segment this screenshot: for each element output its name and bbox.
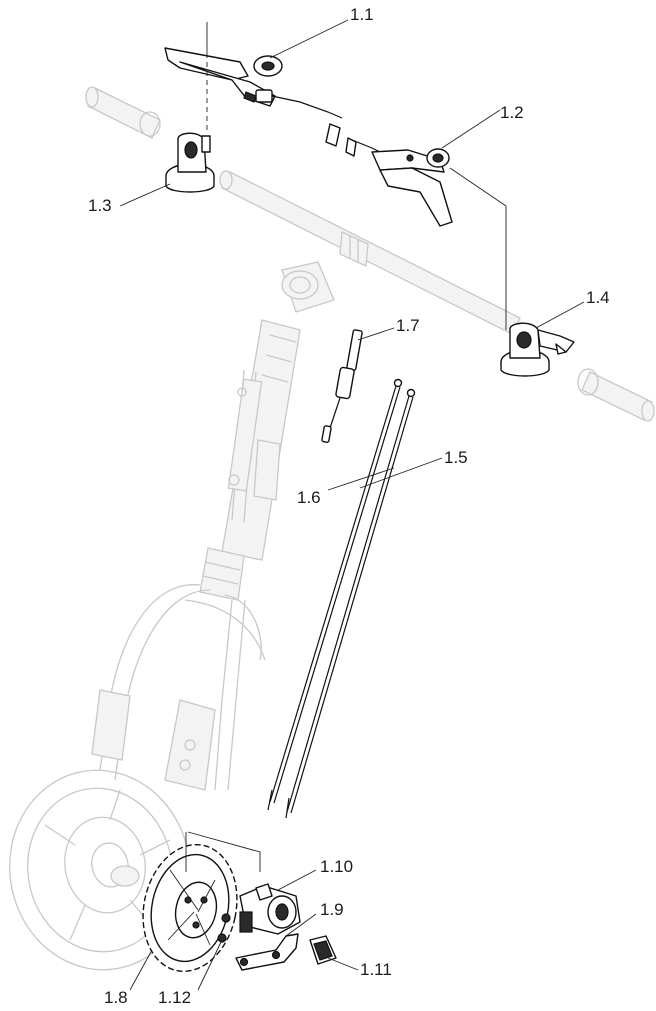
label-1-12: 1.12 [158, 988, 191, 1007]
label-1-1: 1.1 [350, 5, 374, 24]
label-1-4: 1.4 [586, 288, 610, 307]
part-1-7-sensor [321, 329, 363, 443]
label-1-11: 1.11 [360, 960, 392, 979]
part-1-3-left-mount [165, 132, 215, 193]
label-1-9: 1.9 [320, 900, 344, 919]
label-1-10: 1.10 [320, 857, 353, 876]
part-1-9-caliper-bracket [235, 933, 299, 971]
part-1-4-right-mount [500, 322, 575, 377]
part-1-2-right-brake-lever [345, 137, 453, 227]
part-1-6-brake-cable [267, 378, 403, 811]
part-1-11-brake-pad [309, 935, 337, 965]
assembly-lines [185, 22, 507, 872]
part-1-5-brake-cable [285, 388, 416, 819]
part-1-8-brake-disc [142, 843, 238, 973]
leader-lines [119, 19, 585, 991]
label-1-3: 1.3 [88, 196, 112, 215]
label-1-2: 1.2 [500, 103, 524, 122]
part-1-10-brake-caliper [239, 883, 301, 935]
part-labels: 1.1 1.2 1.3 1.4 1.7 1.5 1.6 1.10 1.9 1.1… [88, 5, 610, 1007]
label-1-7: 1.7 [396, 316, 420, 335]
label-1-8: 1.8 [104, 988, 128, 1007]
part-1-1-left-brake-lever [164, 47, 343, 147]
label-1-5: 1.5 [444, 448, 468, 467]
part-1-12-bolts [217, 913, 231, 943]
scooter-frame-ghost [9, 86, 655, 971]
label-1-6: 1.6 [297, 488, 321, 507]
